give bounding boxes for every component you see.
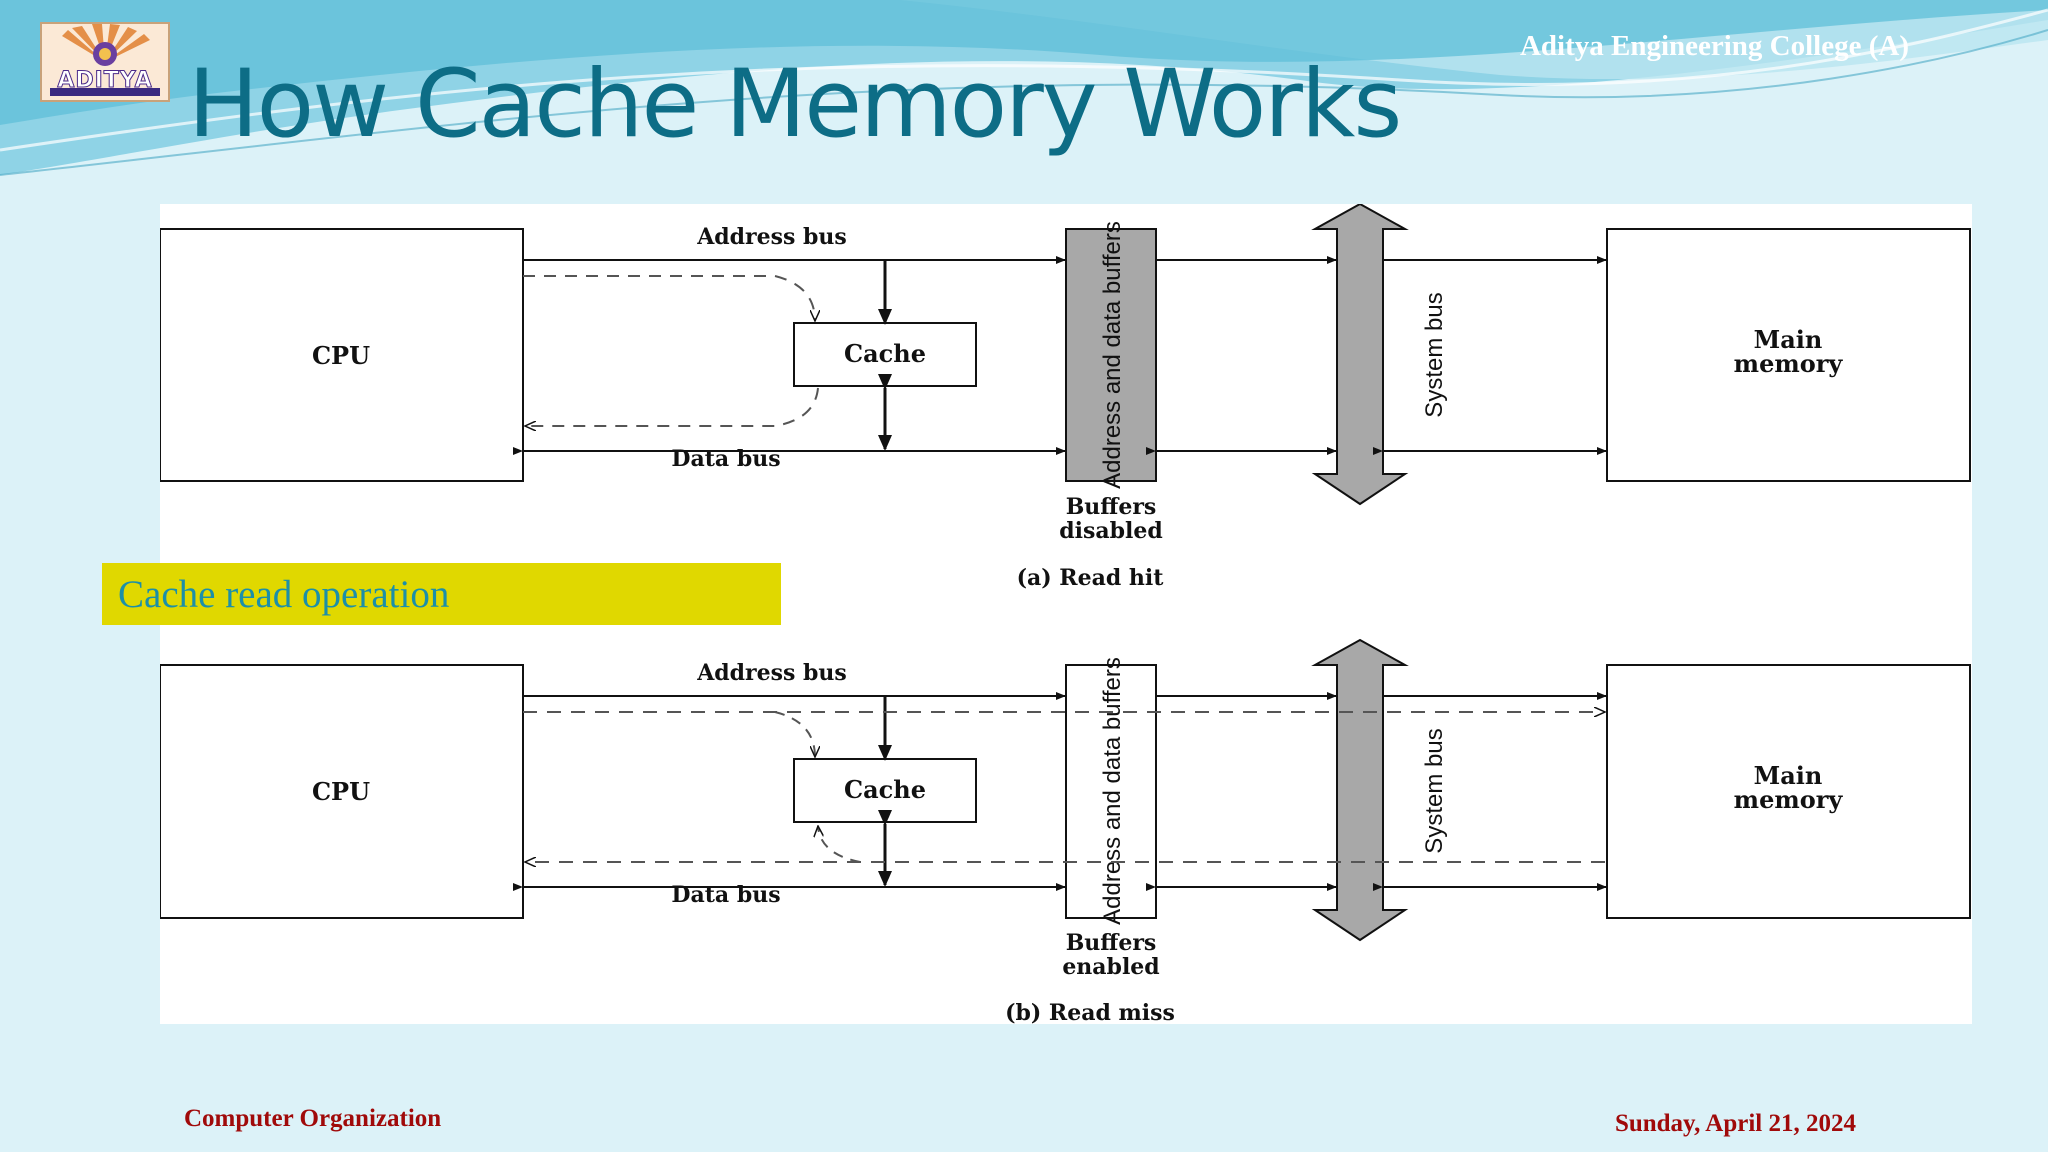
cache-label: Cache (844, 339, 926, 368)
buffers-state-line1: Buffers (1066, 930, 1157, 956)
main-memory-label-line1: Main (1754, 325, 1823, 354)
main-memory-label-line2: memory (1734, 785, 1844, 814)
logo-text: ADITYA (57, 68, 153, 94)
address-bus-label: Address bus (696, 660, 847, 686)
panel-caption: (b) Read miss (1005, 1000, 1175, 1024)
system-bus-arrow (1311, 638, 1409, 942)
main-memory-box (1606, 228, 1971, 482)
buffers-state-line1: Buffers (1066, 494, 1157, 520)
dashed-address-path (523, 275, 815, 321)
caption-text: Cache read operation (118, 573, 450, 616)
data-bus-label: Data bus (671, 446, 780, 472)
footer-date: Sunday, April 21, 2024 (1614, 1110, 1856, 1137)
panel-read-hit: CPU Cache Address and data buffers Syste… (160, 204, 1971, 591)
main-memory-label-line1: Main (1754, 761, 1823, 790)
buffers-state-line2: enabled (1062, 954, 1159, 980)
main-memory-label-line2: memory (1734, 349, 1844, 378)
college-name: Aditya Engineering College (A) (1519, 30, 1909, 62)
panel-caption: (a) Read hit (1017, 565, 1165, 591)
cpu-box (160, 228, 524, 482)
address-bus-label: Address bus (696, 224, 847, 250)
buffers-state-line2: disabled (1059, 518, 1163, 544)
dashed-data-to-cache (818, 826, 861, 863)
data-bus-label: Data bus (671, 882, 780, 908)
caption-highlight: Cache read operation (102, 563, 781, 625)
college-logo: ADITYA (40, 22, 170, 102)
dashed-address-to-cache (774, 711, 815, 757)
buffers-box-disabled (1065, 228, 1157, 482)
slide-title: How Cache Memory Works (188, 50, 1402, 159)
cpu-label: CPU (312, 777, 370, 806)
cache-label: Cache (844, 775, 926, 804)
buffers-label: Address and data buffers (1099, 657, 1126, 925)
panel-read-miss: CPU Cache Address and data buffers Syste… (160, 638, 1971, 1024)
cpu-label: CPU (312, 341, 370, 370)
footer-course: Computer Organization (184, 1105, 442, 1132)
header-wave-decoration (0, 0, 2048, 176)
cpu-box (160, 664, 524, 919)
buffers-label: Address and data buffers (1099, 221, 1126, 489)
system-bus-arrow (1311, 204, 1409, 506)
system-bus-label: System bus (1421, 728, 1448, 853)
cache-diagram-svg: CPU Cache Address and data buffers Syste… (160, 204, 1971, 1024)
buffers-box-enabled (1065, 664, 1157, 919)
system-bus-label: System bus (1421, 292, 1448, 417)
main-memory-box (1606, 664, 1971, 919)
dashed-data-return-path (525, 387, 819, 426)
